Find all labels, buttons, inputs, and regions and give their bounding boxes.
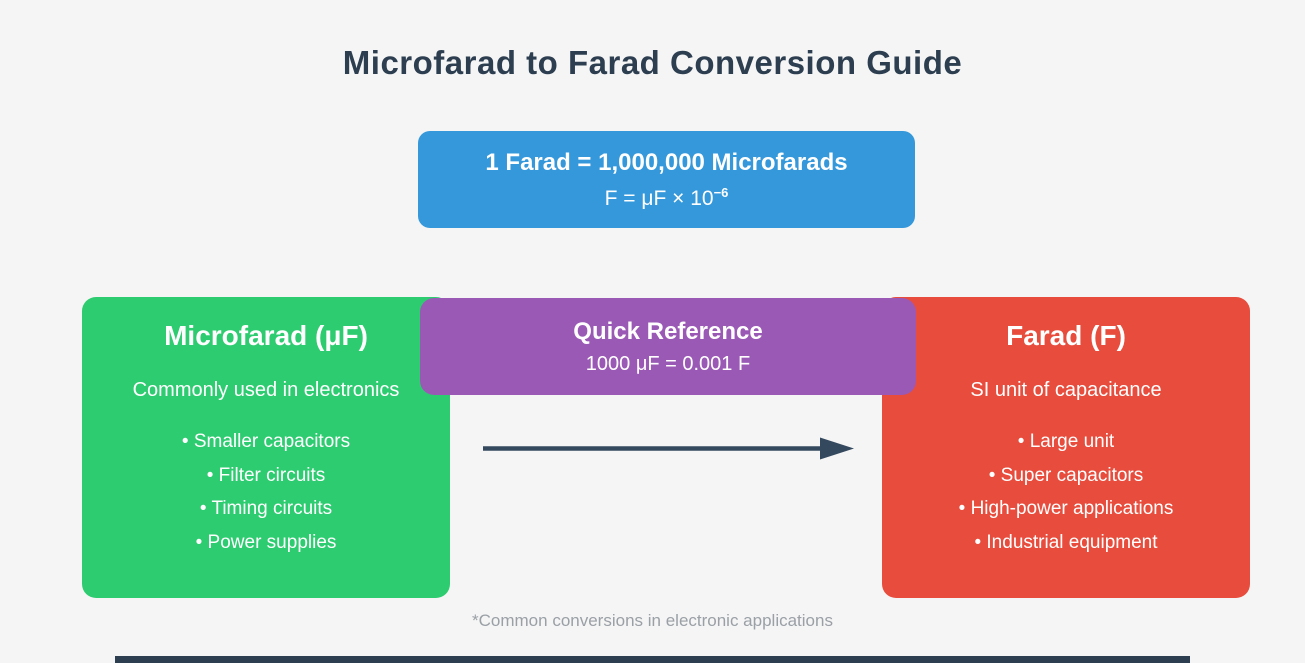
conversion-formula: F = μF × 10−6 [605, 179, 729, 213]
quick-reference-title: Quick Reference [573, 317, 763, 345]
list-item: Smaller capacitors [92, 425, 440, 459]
farad-card: Farad (F) SI unit of capacitance Large u… [882, 297, 1250, 598]
list-item: Industrial equipment [892, 526, 1240, 560]
list-item: Large unit [892, 425, 1240, 459]
formula-base: F = μF × 10 [604, 186, 714, 210]
farad-card-title: Farad (F) [1006, 320, 1126, 351]
list-item: High-power applications [892, 492, 1240, 526]
farad-card-list: Large unit Super capacitors High-power a… [892, 425, 1240, 559]
formula-exponent: −6 [713, 184, 729, 200]
microfarad-card-list: Smaller capacitors Filter circuits Timin… [92, 425, 440, 559]
list-item: Timing circuits [92, 492, 440, 526]
microfarad-card-title: Microfarad (μF) [164, 320, 368, 351]
list-item: Super capacitors [892, 459, 1240, 493]
conversion-arrow-icon [480, 435, 855, 462]
farad-card-subtitle: SI unit of capacitance [970, 379, 1162, 401]
microfarad-card-subtitle: Commonly used in electronics [132, 379, 400, 401]
list-item: Filter circuits [92, 459, 440, 493]
microfarad-card: Microfarad (μF) Commonly used in electro… [82, 297, 450, 598]
footnote: *Common conversions in electronic applic… [472, 611, 833, 630]
bottom-bar [115, 656, 1190, 663]
conversion-headline: 1 Farad = 1,000,000 Microfarads [485, 148, 848, 176]
quick-reference-detail: 1000 μF = 0.001 F [585, 352, 751, 375]
quick-reference-box: Quick Reference 1000 μF = 0.001 F [420, 298, 916, 395]
conversion-formula-box: 1 Farad = 1,000,000 Microfarads F = μF ×… [418, 131, 915, 228]
page-title: Microfarad to Farad Conversion Guide [342, 44, 963, 81]
list-item: Power supplies [92, 526, 440, 560]
